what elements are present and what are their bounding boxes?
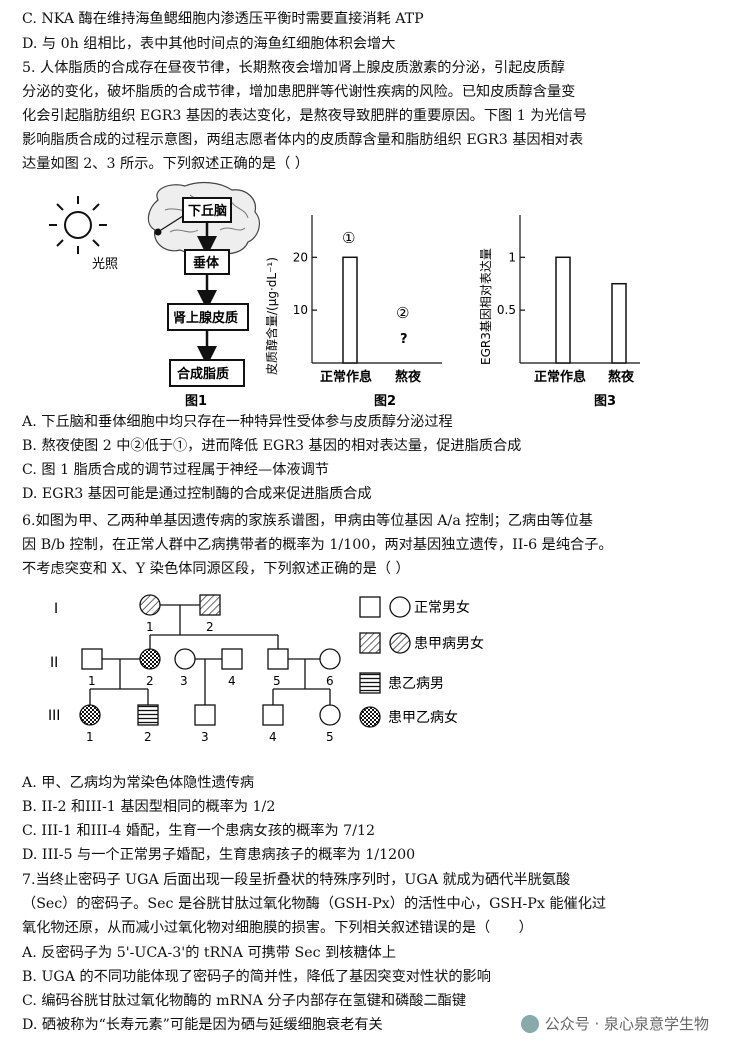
sun-icon xyxy=(49,196,107,254)
II-5-number: 5 xyxy=(273,674,281,688)
q7-stem-line: （Sec）的密码子。Sec 是谷胱甘肽过氧化物酶（GSH-Px）的活性中心，GS… xyxy=(22,896,607,912)
figure-3-chart: EGR3基因相对表达量 0.5 1 正常作息 熬夜 图3 xyxy=(479,215,640,409)
q7-option-a: A. 反密码子为 5'-UCA-3'的 tRNA 可携带 Sec 到核糖体上 xyxy=(22,945,397,961)
generation-I: I xyxy=(54,601,58,617)
III-1-number: 1 xyxy=(86,730,94,744)
light-label: 光照 xyxy=(92,257,118,272)
adrenal-cortex-box: 肾上腺皮质 xyxy=(173,310,238,326)
I-1-number: 1 xyxy=(146,620,154,634)
watermark: 公众号 · 泉心泉意学生物 xyxy=(520,1013,709,1034)
figure-1-diagram: 光照 下丘脑 垂体 肾上腺皮质 合成脂质 图1 xyxy=(49,181,260,409)
q6-option-c: C. III-1 和III-4 婚配，生育一个患病女孩的概率为 7/12 xyxy=(22,823,376,839)
legend-disease-b: 患乙病男 xyxy=(388,676,444,692)
q6-option-b: B. II-2 和III-1 基因型相同的概率为 1/2 xyxy=(22,799,276,815)
legend-disease-a: 患甲病男女 xyxy=(414,635,484,652)
q6-option-a: A. 甲、乙病均为常染色体隐性遗传病 xyxy=(22,775,255,791)
figure-2-chart: 皮质醇含量/(μg·dL⁻¹) 10 20 ① ② ? 正常作息 熬夜 图2 xyxy=(264,215,442,409)
category-label: 熬夜 xyxy=(395,369,422,385)
generation-III: III xyxy=(48,708,60,724)
q5-stem-line: 5. 人体脂质的合成存在昼夜节律，长期熬夜会增加肾上腺皮质激素的分泌，引起皮质醇 xyxy=(22,60,565,76)
bar-1 xyxy=(555,256,571,364)
q7-option-d: D. 硒被称为“长寿元素”可能是因为硒与延缓细胞衰老有关 xyxy=(22,1017,383,1033)
q6-stem-line: 因 B/b 控制，在正常人群中乙病携带者的概率为 1/100，两对基因独立遗传，… xyxy=(22,537,613,553)
II-2-number: 2 xyxy=(146,674,154,688)
y-tick-label: 1 xyxy=(508,250,516,264)
q4-option-d: D. 与 0h 组相比，表中其他时间点的海鱼红细胞体积会增大 xyxy=(22,36,396,52)
bar-2 xyxy=(611,282,627,364)
q5-option-b: B. 熬夜使图 2 中②低于①，进而降低 EGR3 基因的相对表达量，促进脂质合… xyxy=(22,438,522,454)
q6-stem-line: 6.如图为甲、乙两种单基因遗传病的家族系谱图，甲病由等位基因 A/a 控制；乙病… xyxy=(22,513,593,529)
q7-option-b: B. UGA 的不同功能体现了密码子的简并性，降低了基因突变对性状的影响 xyxy=(22,969,491,985)
y-axis-label: EGR3基因相对表达量 xyxy=(479,248,493,365)
figure-1-caption: 图1 xyxy=(185,394,207,409)
q6-option-d: D. III-5 与一个正常男子婚配，生育患病孩子的概率为 1/1200 xyxy=(22,847,416,863)
II-3-number: 3 xyxy=(180,674,188,688)
q7-stem-line: 氧化物还原，从而减小过氧化物对细胞膜的损害。下列相关叙述错误的是（ ） xyxy=(22,920,533,936)
q5-stem-line: 达量如图 2、3 所示。下列叙述正确的是（ ） xyxy=(22,156,309,172)
q7-option-c: C. 编码谷胱甘肽过氧化物酶的 mRNA 分子内部存在氢键和磷酸二酯键 xyxy=(22,993,467,1009)
III-2-number: 2 xyxy=(144,730,152,744)
q5-option-a: A. 下丘脑和垂体细胞中均只存在一种特异性受体参与皮质醇分泌过程 xyxy=(22,414,453,430)
pituitary-box: 垂体 xyxy=(193,255,220,271)
III-4-number: 4 xyxy=(269,730,277,744)
q6-stem-line: 不考虑突变和 X、Y 染色体同源区段，下列叙述正确的是（ ） xyxy=(22,561,410,577)
y-tick-label: 20 xyxy=(293,250,308,264)
legend-both: 患甲乙病女 xyxy=(388,709,458,726)
q5-stem-line: 分泌的变化，破坏脂质的合成节律，增加患肥胖等代谢性疾病的风险。已知皮质醇含量变 xyxy=(22,84,576,100)
q5-option-c: C. 图 1 脂质合成的调节过程属于神经—体液调节 xyxy=(22,462,329,478)
category-label: 熬夜 xyxy=(608,369,635,385)
II-6-number: 6 xyxy=(326,674,334,688)
category-label: 正常作息 xyxy=(320,369,372,385)
pedigree-chart: I II III 1 2 1 2 3 4 5 6 1 2 3 4 5 正常男女 … xyxy=(48,594,484,744)
category-label: 正常作息 xyxy=(534,369,586,385)
y-tick-label: 0.5 xyxy=(497,303,516,317)
q5-stem-line: 化会引起脂肪组织 EGR3 基因的表达变化，是熬夜导致肥胖的重要原因。下图 1 … xyxy=(22,108,588,124)
y-axis-label: 皮质醇含量/(μg·dL⁻¹) xyxy=(264,257,279,375)
marker-1: ① xyxy=(342,229,355,247)
lipid-synthesis-box: 合成脂质 xyxy=(177,366,229,382)
watermark-text: 公众号 · 泉心泉意学生物 xyxy=(544,1015,709,1033)
q5-stem-line: 影响脂质合成的过程示意图，两组志愿者体内的皮质醇含量和脂肪组织 EGR3 基因相… xyxy=(22,132,584,148)
I-2-number: 2 xyxy=(206,620,214,634)
figure-2-caption: 图2 xyxy=(374,394,396,409)
figure-3-caption: 图3 xyxy=(594,394,616,409)
generation-II: II xyxy=(50,655,58,671)
II-1-number: 1 xyxy=(88,674,96,688)
III-5-number: 5 xyxy=(326,730,334,744)
bar-1 xyxy=(342,256,358,364)
q7-stem-line: 7.当终止密码子 UGA 后面出现一段呈折叠状的特殊序列时，UGA 就成为硒代半… xyxy=(22,872,571,888)
hypothalamus-box: 下丘脑 xyxy=(188,203,227,219)
legend-normal: 正常男女 xyxy=(414,599,470,616)
q4-option-c: C. NKA 酶在维持海鱼鳃细胞内渗透压平衡时需要直接消耗 ATP xyxy=(22,11,424,27)
III-3-number: 3 xyxy=(201,730,209,744)
II-4-number: 4 xyxy=(228,674,236,688)
q5-option-d: D. EGR3 基因可能是通过控制酶的合成来促进脂质合成 xyxy=(22,486,372,502)
y-tick-label: 10 xyxy=(293,303,308,317)
unknown-mark: ? xyxy=(400,332,408,347)
marker-2: ② xyxy=(396,304,409,322)
wechat-icon xyxy=(520,1014,539,1033)
